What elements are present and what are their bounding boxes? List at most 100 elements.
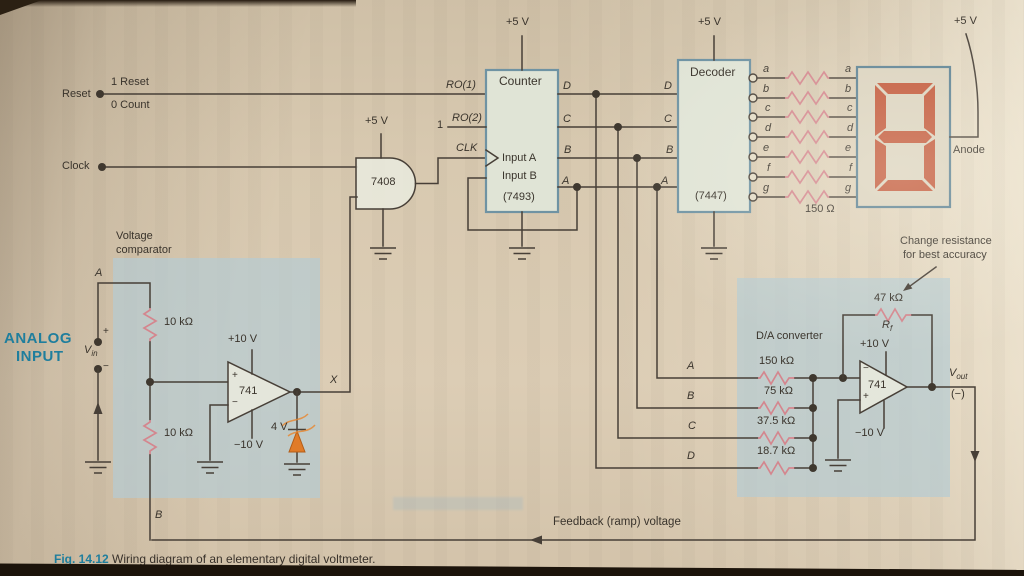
analog-input-label-2: INPUT xyxy=(16,348,64,365)
dac-row-a-label: A xyxy=(687,360,695,372)
bus-b-label: B xyxy=(666,144,674,156)
feedback-ramp-label: Feedback (ramp) voltage xyxy=(553,516,681,528)
bus-c-label: C xyxy=(664,113,672,125)
decoder-7447-block xyxy=(676,35,858,260)
dac-opamp-label: 741 xyxy=(868,379,887,391)
figure-caption: Wiring diagram of an elementary digital … xyxy=(112,552,376,566)
seg-left-a-label: a xyxy=(763,63,770,75)
dac-row-b-label: B xyxy=(687,390,695,402)
resistor-10k-top xyxy=(142,308,158,342)
ground-icon xyxy=(508,247,536,260)
resistor-150k xyxy=(758,370,795,386)
counter-output-b-label: B xyxy=(564,144,572,156)
vin-plus-terminal xyxy=(94,338,102,346)
seg-left-g-label: g xyxy=(763,182,770,194)
accuracy-note-2: for best accuracy xyxy=(903,249,987,261)
dac-row-a-value: 150 kΩ xyxy=(759,355,795,367)
vin-label: Vin xyxy=(84,344,98,358)
dac-vpos-label: +10 V xyxy=(860,338,890,350)
ground-icon xyxy=(700,247,728,260)
dac-row-c-value: 37.5 kΩ xyxy=(757,415,796,427)
comparator-title-2: comparator xyxy=(116,244,172,256)
voltage-comparator-circuit xyxy=(84,196,358,541)
node-a-label: A xyxy=(95,267,103,279)
analog-input-label-1: ANALOG xyxy=(4,330,72,347)
counter-ro2-level: 1 xyxy=(437,119,444,131)
reset-high-label: 1 Reset xyxy=(111,76,149,88)
dac-rf-label: Rf xyxy=(882,319,893,333)
counter-input-b-label: Input B xyxy=(502,170,537,182)
resistor-37-5k xyxy=(758,430,795,446)
opamp-741-dac-icon xyxy=(859,359,909,415)
seg-left-f-label: f xyxy=(767,162,771,174)
dac-rf-value: 47 kΩ xyxy=(874,292,904,304)
seg-right-c-label: c xyxy=(847,102,853,114)
decoder-vcc-label: +5 V xyxy=(698,16,721,28)
resistor-18-7k xyxy=(758,460,795,476)
seg-left-d-label: d xyxy=(765,122,772,134)
reset-terminal-label: Reset xyxy=(62,88,91,100)
comparator-shaded-region xyxy=(113,258,320,498)
seven-segment-display-icon xyxy=(855,33,979,209)
arrow-down-icon xyxy=(970,451,980,462)
dac-row-b-value: 75 kΩ xyxy=(764,385,794,397)
counter-ro1-label: RO(1) xyxy=(446,79,476,91)
counter-output-c-label: C xyxy=(563,113,571,125)
resistor-10k-bottom xyxy=(142,420,158,455)
counter-ro2-label: RO(2) xyxy=(452,112,482,124)
segment-resistor-value: 150 Ω xyxy=(805,203,835,215)
decoder-part-label: (7447) xyxy=(695,190,727,202)
reset-wire xyxy=(96,90,487,98)
ground-icon xyxy=(84,461,112,474)
display-vcc-label: +5 V xyxy=(954,15,977,27)
comparator-minus-input-sign: − xyxy=(232,397,238,408)
vin-minus-sign: − xyxy=(103,361,109,372)
resistor-47k-feedback xyxy=(875,307,912,323)
segment-driver-wires xyxy=(748,70,858,205)
gate-vcc-label: +5 V xyxy=(365,115,388,127)
seg-left-e-label: e xyxy=(763,142,770,154)
comparator-r1-value: 10 kΩ xyxy=(164,316,194,328)
zener-voltage-label: 4 V xyxy=(271,421,288,433)
vout-label: Vout xyxy=(949,367,968,381)
figure-number: Fig. 14.12 xyxy=(54,552,109,566)
gate-part-label: 7408 xyxy=(371,176,396,188)
dac-row-d-label: D xyxy=(687,450,695,462)
data-bus-wires xyxy=(557,90,759,469)
seg-right-e-label: e xyxy=(845,142,852,154)
dac-vneg-label: −10 V xyxy=(855,427,885,439)
dac-title: D/A converter xyxy=(756,330,823,342)
counter-title: Counter xyxy=(499,74,542,88)
clock-terminal-label: Clock xyxy=(62,160,90,172)
current-arrow-icon xyxy=(93,402,103,414)
comparator-vpos-label: +10 V xyxy=(228,333,258,345)
bus-d-label: D xyxy=(664,80,672,92)
vout-polarity-label: (−) xyxy=(951,388,965,400)
counter-7493-block xyxy=(447,35,578,260)
dac-row-c-label: C xyxy=(688,420,696,432)
clock-input-triangle-icon xyxy=(484,148,500,168)
comparator-title-1: Voltage xyxy=(116,230,153,242)
anode-wire xyxy=(949,33,979,138)
node-b-label: B xyxy=(155,509,163,521)
opamp-741-comparator-icon xyxy=(227,360,292,424)
comparator-opamp-label: 741 xyxy=(239,385,258,397)
note-arrow-icon xyxy=(903,282,913,291)
comparator-r2-value: 10 kΩ xyxy=(164,427,194,439)
counter-clk-label: CLK xyxy=(456,142,478,154)
vin-plus-sign: + xyxy=(103,326,109,337)
accuracy-note-1: Change resistance xyxy=(900,235,992,247)
highlight-squiggle xyxy=(281,413,316,437)
decoder-title: Decoder xyxy=(690,65,736,79)
seg-right-g-label: g xyxy=(845,182,852,194)
counter-input-a-label: Input A xyxy=(502,152,537,164)
dac-row-d-value: 18.7 kΩ xyxy=(757,445,796,457)
arrow-left-icon xyxy=(530,535,542,545)
seg-right-d-label: d xyxy=(847,122,854,134)
seg-left-c-label: c xyxy=(765,102,771,114)
and-gate-7408-icon xyxy=(355,133,487,260)
seg-right-a-label: a xyxy=(845,63,852,75)
counter-output-d-label: D xyxy=(563,80,571,92)
